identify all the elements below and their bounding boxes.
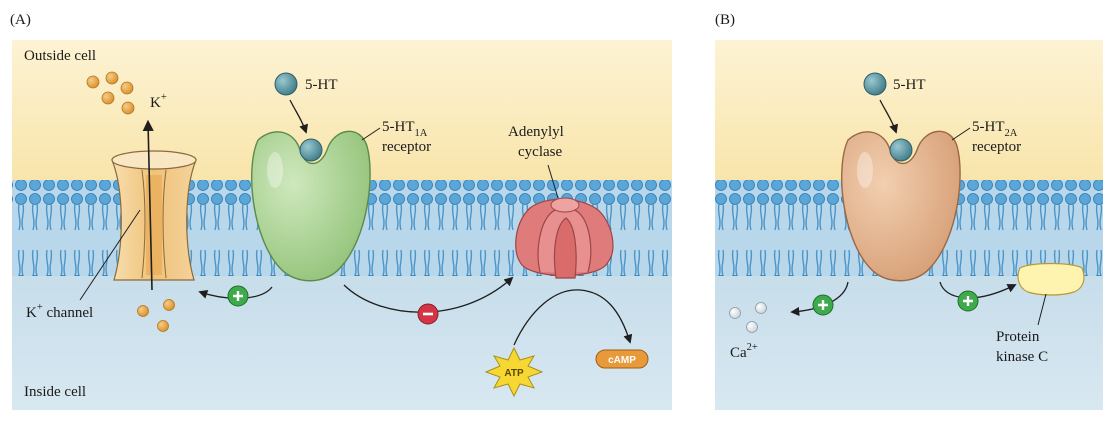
k-channel-label: K+ channel [26,302,93,321]
binding-arrow [879,99,899,134]
receptor-5ht2a [841,130,961,282]
k-ion [120,81,134,95]
minus-icon [417,303,439,325]
atp-label: ATP [504,368,524,379]
k-efflux-arrow [142,119,154,291]
panel-b-letter: (B) [715,12,735,28]
calcium-ions [729,302,767,333]
panel-b: (B) 5-HT 5-HT2A receptor [715,12,1103,410]
receptor-a-label: 5-HT1A [382,119,428,139]
k-ion [105,71,119,85]
channel-leader-line [79,209,141,301]
receptor-leader-line [361,127,381,141]
bound-serotonin [299,138,323,162]
bound-serotonin [889,138,913,162]
k-ion [157,320,169,332]
kinase-label-1: Protein [996,329,1040,345]
receptor-5ht1a [251,130,371,282]
receptor-b-label: 5-HT2A [972,119,1018,139]
serotonin-ligand [274,72,298,96]
serotonin-label: 5-HT [305,77,338,93]
adenylyl-cyclase [515,197,614,279]
conversion-arrow [513,289,633,346]
k-channel [111,150,197,281]
camp-pill [595,349,649,369]
enzyme-leader-line [547,164,559,199]
inside-cell-label: Inside cell [24,384,86,400]
camp-label: cAMP [608,355,636,366]
outside-cell-label: Outside cell [24,48,96,64]
plus-icon [957,290,979,312]
k-ion [101,91,115,105]
k-ions-inside [137,299,175,332]
panel-a-letter: (A) [10,12,31,28]
k-ion-label: K+ [150,92,167,111]
ca-ion [755,302,767,314]
atp-burst [484,346,544,398]
k-ion [137,305,149,317]
k-ion [121,101,135,115]
protein-kinase-c [1017,262,1085,296]
k-ions-outside [86,71,135,115]
receptor-b-word: receptor [972,139,1021,155]
panel-a: (A) Outside cell Inside cell K+ [10,12,672,410]
plus-icon [812,294,834,316]
kinase-label-2: kinase C [996,349,1048,365]
binding-arrow [289,99,309,134]
ca-ion [729,307,741,319]
kinase-leader-line [1037,293,1047,326]
serotonin-ligand [863,72,887,96]
k-ion [86,75,100,89]
calcium-label: Ca2+ [730,342,758,361]
ca-ion [746,321,758,333]
receptor-leader-line [951,127,971,141]
plus-icon [227,285,249,307]
serotonin-label-b: 5-HT [893,77,926,93]
adenylyl-label-1: Adenylyl [508,124,564,140]
inside-region [12,260,672,410]
k-ion [163,299,175,311]
adenylyl-label-2: cyclase [518,144,562,160]
receptor-a-word: receptor [382,139,431,155]
